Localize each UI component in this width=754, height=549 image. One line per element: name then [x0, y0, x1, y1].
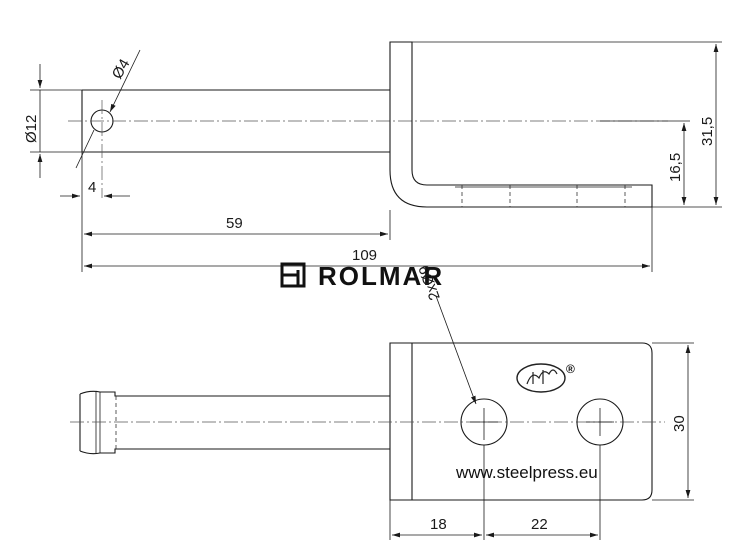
dim-inner-height: 16,5: [600, 120, 690, 208]
overall-length-label: 109: [352, 247, 377, 264]
inner-height-label: 16,5: [667, 153, 684, 182]
dim-hole-small: Ø4: [75, 49, 141, 169]
hole-spacing-label: 22: [531, 516, 548, 533]
steelpress-mark-icon: [516, 363, 566, 393]
plate-outline: [389, 342, 653, 501]
registered-mark: ®: [566, 362, 575, 376]
hole-offset-label: 18: [430, 516, 447, 533]
width-label: 30: [671, 415, 688, 432]
rolmar-logo-icon: [280, 262, 306, 288]
bracket-outline: [389, 41, 653, 208]
dim-pin-diameter: Ø12: [23, 64, 82, 178]
pin-plan-outline: [79, 390, 390, 455]
pin-length-label: 59: [226, 215, 243, 232]
dim-pin-length: 59: [81, 202, 391, 240]
total-height-label: 31,5: [699, 117, 716, 146]
dim-width: 30: [652, 342, 694, 501]
side-view: [68, 41, 668, 208]
website-text: www.steelpress.eu: [455, 463, 598, 482]
dim-overall-length: 109: [81, 207, 653, 272]
dim-hole-positions: 18 22: [389, 445, 601, 540]
pin-diameter-label: Ø12: [23, 115, 40, 143]
plan-view: ® www.steelpress.eu: [70, 342, 665, 501]
edge-offset-label: 4: [88, 179, 96, 196]
dim-total-height: 31,5: [412, 41, 722, 208]
brand-name: ROLMAR: [318, 261, 444, 291]
dim-holes: 2xØ9: [416, 263, 477, 405]
dim-edge-offset: 4: [60, 152, 130, 202]
hole-small-label: Ø4: [109, 56, 134, 82]
brand-logo: ROLMAR: [280, 261, 444, 291]
